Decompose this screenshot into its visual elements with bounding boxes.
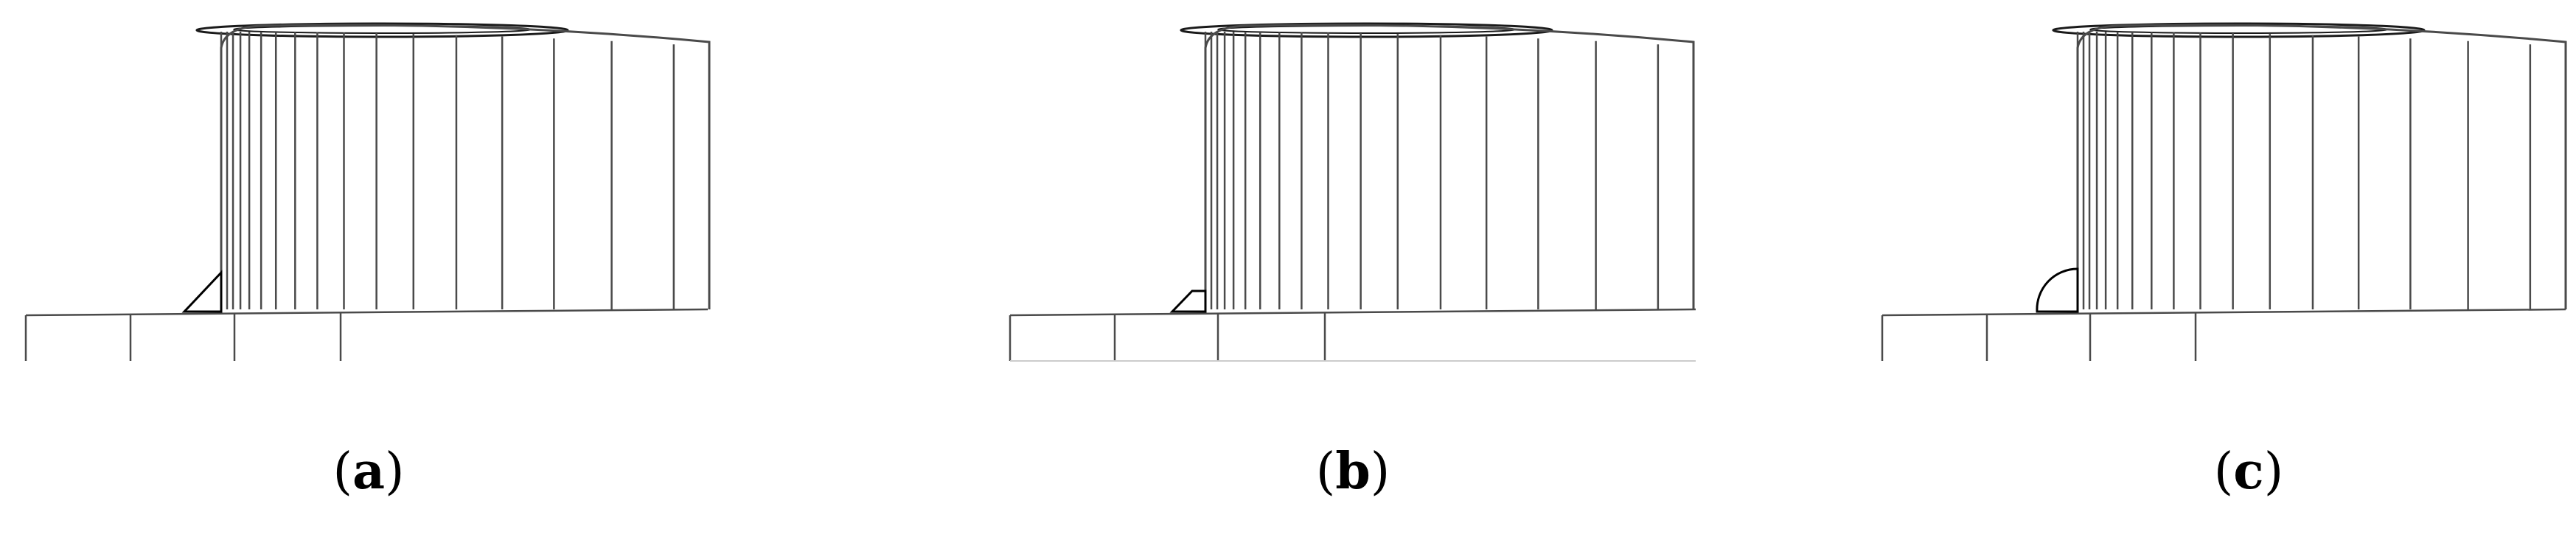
roof-crown-ring [195,22,569,38]
panel-c-diagram [1881,22,2567,361]
caption-b-letter: b [1335,442,1371,501]
fillet-triangle [181,270,223,313]
roof-crown-ring [2052,22,2426,38]
ground-line [25,308,709,317]
panel-a-diagram [24,22,711,361]
ground-line [1009,308,1696,317]
caption-a: (a) [333,442,405,501]
tank-shell-outline [220,24,711,309]
caption-a-letter: a [352,442,386,501]
fillet-quarter-circle [2036,267,2079,313]
ground-line [1881,308,2566,317]
caption-c: (c) [2213,442,2284,501]
fillet-trapezoid [1169,289,1207,313]
roof-crown-ring [1180,22,1553,38]
tank-shell-outline [1204,24,1695,309]
caption-c-letter: c [2233,442,2264,501]
tank-shell-outline [2076,24,2567,309]
panel-b-diagram [1009,22,1696,362]
caption-b: (b) [1315,442,1390,501]
